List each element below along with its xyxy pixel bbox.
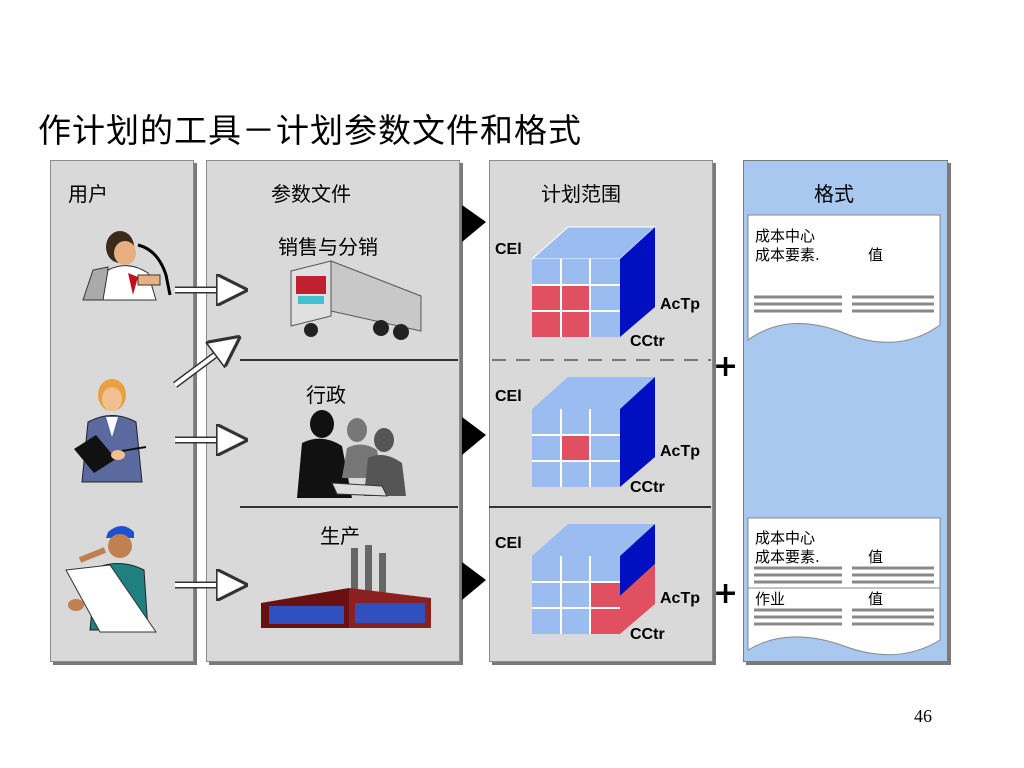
plus-sign-1: + xyxy=(713,349,739,384)
cube3-actp-label: AcTp xyxy=(660,590,700,607)
cube-sales xyxy=(530,226,657,337)
cube3-cel-label: CEl xyxy=(495,535,522,552)
sheet1-value: 值 xyxy=(868,246,884,264)
plan-range-header: 计划范围 xyxy=(541,182,621,206)
user-header: 用户 xyxy=(68,182,108,206)
phone-user-icon xyxy=(82,231,172,301)
sales-label: 销售与分销 xyxy=(278,235,378,259)
page-number: 46 xyxy=(914,706,932,726)
cube2-cel-label: CEl xyxy=(495,388,522,405)
page-title: 作计划的工具－计划参数文件和格式 xyxy=(38,111,582,150)
admin-label: 行政 xyxy=(306,383,346,407)
param-file-header: 参数文件 xyxy=(271,182,351,206)
format-header: 格式 xyxy=(814,182,854,206)
cube1-cctr-label: CCtr xyxy=(630,333,665,350)
cube3-cctr-label: CCtr xyxy=(630,626,665,643)
cube1-cel-label: CEl xyxy=(495,241,522,258)
cube2-actp-label: AcTp xyxy=(660,443,700,460)
factory-icon xyxy=(261,545,431,628)
sheet2-value3: 值 xyxy=(868,590,884,608)
sheet2-line3: 作业 xyxy=(755,590,786,608)
format-sheet-1 xyxy=(747,214,941,343)
sheet1-line1: 成本中心 xyxy=(755,227,816,245)
businesswoman-icon xyxy=(74,379,147,483)
cube1-actp-label: AcTp xyxy=(660,296,700,313)
sheet1-line2: 成本要素. xyxy=(755,246,820,264)
meeting-people-icon xyxy=(297,410,406,498)
cube2-cctr-label: CCtr xyxy=(630,479,665,496)
param-file-panel xyxy=(206,160,460,662)
cube-production xyxy=(532,524,655,634)
truck-icon xyxy=(290,260,422,340)
sheet2-line1: 成本中心 xyxy=(755,529,816,547)
sheet2-line2: 成本要素. xyxy=(755,548,820,566)
plus-sign-2: + xyxy=(713,576,739,611)
format-sheet-2 xyxy=(747,517,941,656)
worker-icon xyxy=(65,526,157,633)
cube-admin xyxy=(532,377,655,487)
production-label: 生产 xyxy=(320,524,360,548)
sheet2-value: 值 xyxy=(868,548,884,566)
